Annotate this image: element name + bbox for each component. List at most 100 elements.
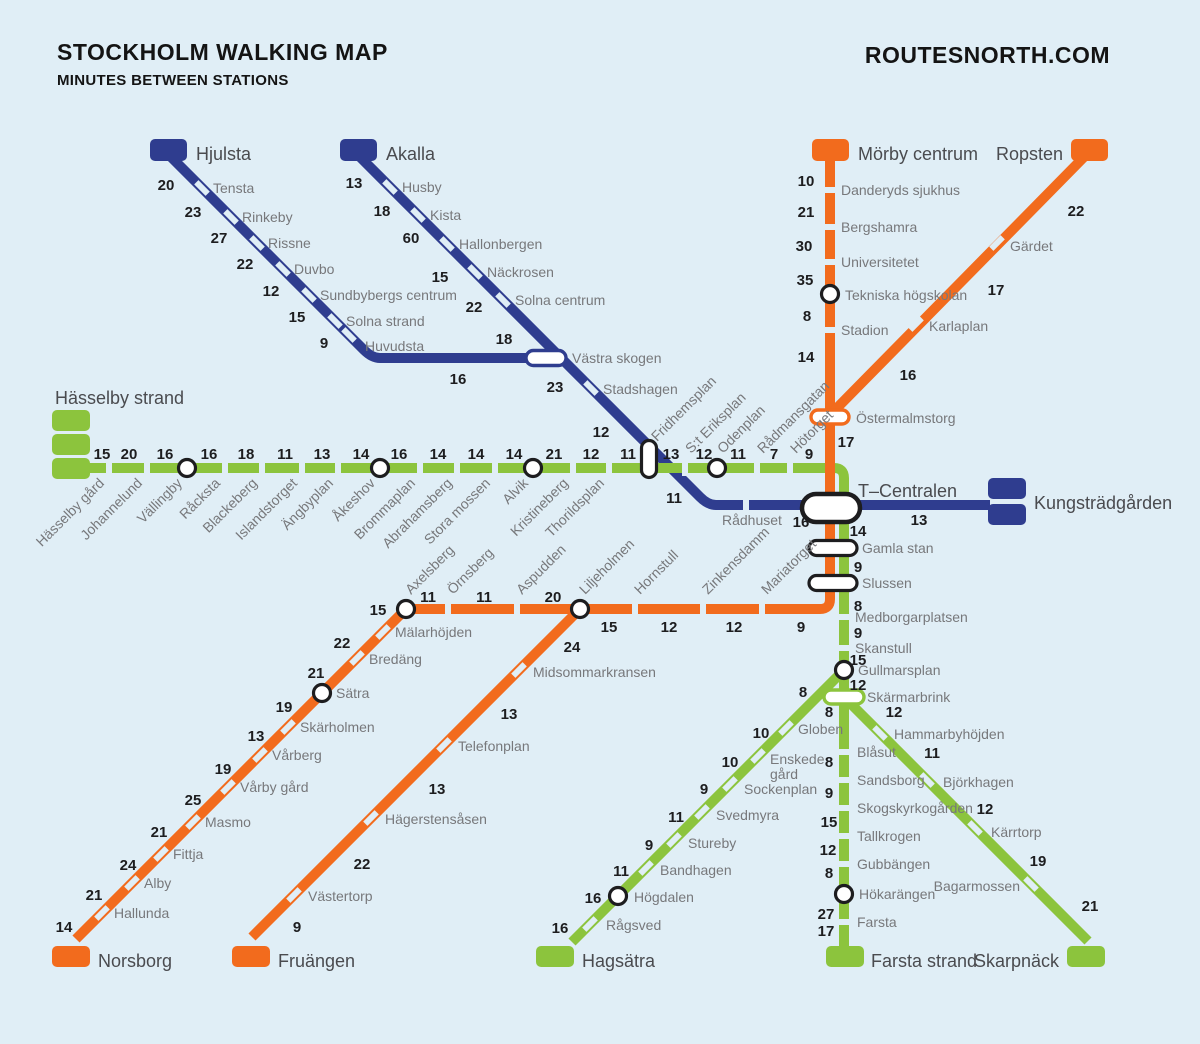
station-label: Sockenplan bbox=[744, 781, 817, 797]
walk-minutes: 7 bbox=[770, 446, 778, 463]
walk-minutes: 8 bbox=[854, 598, 862, 615]
walk-minutes: 17 bbox=[988, 282, 1005, 299]
walk-minutes: 16 bbox=[552, 920, 569, 937]
station-label: Hallunda bbox=[114, 905, 169, 921]
walk-minutes: 21 bbox=[151, 824, 168, 841]
station-label: Björkhagen bbox=[943, 774, 1014, 790]
walk-minutes: 22 bbox=[466, 299, 483, 316]
station-marker-circle bbox=[819, 283, 841, 305]
walk-minutes: 25 bbox=[185, 792, 202, 809]
station-label: Vårberg bbox=[272, 747, 322, 763]
walk-minutes: 12 bbox=[583, 446, 600, 463]
station-tick bbox=[778, 720, 794, 736]
station-tick bbox=[363, 810, 379, 826]
terminus-label: Norsborg bbox=[98, 951, 172, 971]
walk-minutes: 12 bbox=[593, 424, 610, 441]
terminus-label: Skarpnäck bbox=[974, 951, 1060, 971]
station-tick bbox=[185, 814, 201, 830]
terminus-label: Hjulsta bbox=[196, 144, 252, 164]
walk-minutes: 24 bbox=[120, 857, 137, 874]
station-label: Rådhuset bbox=[722, 512, 782, 528]
station-label: Tekniska högskolan bbox=[845, 287, 967, 303]
station-label: Mälarhöjden bbox=[395, 624, 472, 640]
terminus-block bbox=[340, 139, 377, 161]
station-label: Stureby bbox=[688, 835, 736, 851]
walk-minutes: 10 bbox=[753, 725, 770, 742]
walk-minutes: 27 bbox=[818, 906, 835, 923]
station-tick bbox=[286, 887, 302, 903]
terminus-blocks bbox=[52, 139, 1108, 967]
station-label: Masmo bbox=[205, 814, 251, 830]
walk-minutes: 20 bbox=[545, 589, 562, 606]
walk-minutes: 21 bbox=[308, 665, 325, 682]
terminus-block bbox=[52, 946, 90, 967]
station-label: Universitetet bbox=[841, 254, 919, 270]
station-tick bbox=[722, 776, 738, 792]
station-label: Husby bbox=[402, 179, 442, 195]
walk-minutes: 8 bbox=[825, 865, 833, 882]
terminus-label: Fruängen bbox=[278, 951, 355, 971]
walk-minutes: 12 bbox=[696, 446, 713, 463]
station-label: Tensta bbox=[213, 180, 254, 196]
station-tick bbox=[223, 209, 239, 225]
station-marker-circle bbox=[311, 682, 333, 704]
walk-minutes: 13 bbox=[501, 706, 518, 723]
station-label: Rågsved bbox=[606, 917, 661, 933]
walk-minutes: 9 bbox=[805, 446, 813, 463]
station-tick bbox=[301, 287, 317, 303]
station-tick bbox=[349, 650, 365, 666]
walk-minutes: 14 bbox=[850, 523, 867, 540]
walk-minutes: 13 bbox=[346, 175, 363, 192]
station-label: Hökarängen bbox=[859, 886, 935, 902]
station-label: Skärmarbrink bbox=[867, 689, 951, 705]
station-label: Skogskyrkogården bbox=[857, 800, 973, 816]
walk-minutes: 13 bbox=[663, 446, 680, 463]
walk-minutes: 16 bbox=[201, 446, 218, 463]
walk-minutes: 8 bbox=[803, 308, 811, 325]
walk-minutes: 13 bbox=[429, 781, 446, 798]
station-tick bbox=[908, 316, 924, 332]
walk-minutes: 16 bbox=[157, 446, 174, 463]
walk-minutes: 8 bbox=[799, 684, 807, 701]
page-subtitle: MINUTES BETWEEN STATIONS bbox=[57, 72, 289, 89]
station-label: Sandsborg bbox=[857, 772, 925, 788]
walk-minutes: 17 bbox=[838, 434, 855, 451]
walk-minutes: 15 bbox=[821, 814, 838, 831]
terminus-label: Akalla bbox=[386, 144, 436, 164]
terminus-label: Farsta strand bbox=[871, 951, 977, 971]
station-tick bbox=[467, 264, 483, 280]
station-label: Sundbybergs centrum bbox=[320, 287, 457, 303]
walk-minutes: 15 bbox=[850, 652, 867, 669]
walk-minutes: 14 bbox=[798, 349, 815, 366]
interchange-pill bbox=[799, 491, 863, 525]
walk-minutes: 18 bbox=[374, 203, 391, 220]
walk-minutes: 35 bbox=[797, 272, 814, 289]
line-orange-ropsten-branch bbox=[829, 153, 1088, 416]
station-markers bbox=[176, 283, 866, 907]
station-label: Sätra bbox=[336, 685, 370, 701]
walk-minutes: 13 bbox=[314, 446, 331, 463]
station-tick bbox=[583, 380, 599, 396]
station-label: Medborgarplatsen bbox=[855, 609, 968, 625]
walk-minutes: 13 bbox=[911, 512, 928, 529]
station-label: Bergshamra bbox=[841, 219, 917, 235]
walk-minutes: 9 bbox=[293, 919, 301, 936]
station-tick bbox=[872, 725, 888, 741]
terminus-block bbox=[1067, 946, 1105, 967]
station-tick bbox=[410, 207, 426, 223]
walk-minutes: 23 bbox=[185, 204, 202, 221]
walk-minutes: 22 bbox=[334, 635, 351, 652]
walk-minutes: 11 bbox=[668, 809, 684, 826]
terminus-block bbox=[150, 139, 187, 161]
station-marker-circle bbox=[833, 659, 855, 681]
station-tick bbox=[252, 747, 268, 763]
walk-minutes: 20 bbox=[158, 177, 175, 194]
walk-minutes: 15 bbox=[432, 269, 449, 286]
walk-minutes: 21 bbox=[798, 204, 815, 221]
station-label: Slussen bbox=[862, 575, 912, 591]
station-ticks bbox=[94, 179, 1039, 932]
page-title: STOCKHOLM WALKING MAP bbox=[57, 39, 388, 65]
line-orange-morby-norsborg bbox=[72, 158, 835, 943]
